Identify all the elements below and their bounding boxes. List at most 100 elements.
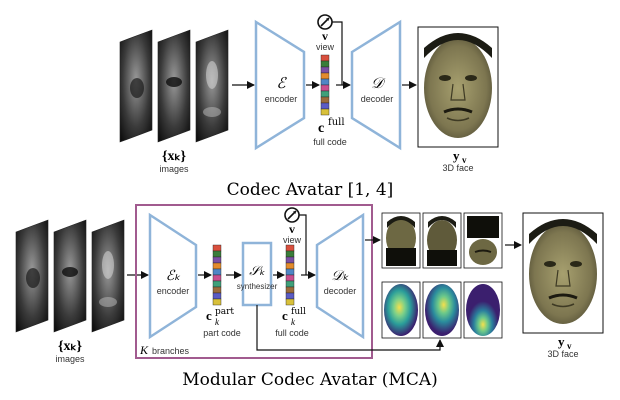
top-decoder-symbol: 𝒟 [371,76,386,92]
part-code-symbol: c [206,308,212,323]
top-full-code-bar [320,54,330,116]
bottom-full-code-bar [285,244,295,306]
bottom-input-images [15,219,125,333]
mask-heatmap-1 [381,281,421,339]
top-code-cell [320,102,330,110]
bottom-full-code-subscript: k [291,317,296,327]
bottom-full-code-symbol: c [282,308,288,323]
part-code-superscript: part [215,307,234,317]
top-encoder-shape [254,19,306,151]
top-code-cell [320,108,330,116]
part-code-cell [212,292,222,300]
top-output-symbol: y [453,148,460,163]
bottom-full-code-label: full code [275,328,309,338]
bottom-output-face [522,212,604,334]
part-face-1 [381,212,421,269]
part-code-cell [212,286,222,294]
bottom-arrow-synth-masks [256,305,444,351]
top-input-images [119,29,229,143]
top-image-1 [119,29,153,143]
full-code-cell [285,262,295,270]
top-encoder-symbol: ℰ [276,76,287,92]
part-code-cell [212,256,222,264]
top-image-2 [157,29,191,143]
top-code-cell [320,90,330,98]
bottom-image-3 [91,219,125,333]
full-code-cell [285,292,295,300]
part-face-3 [463,212,503,269]
synthesizer-symbol: 𝒮ₖ [249,263,265,278]
full-code-cell [285,244,295,252]
top-output-face [417,26,499,148]
top-arrow-view [332,21,343,85]
part-code-subscript: k [215,317,220,327]
part-code-cell [212,298,222,306]
bottom-view-symbol: v [289,222,295,236]
top-caption: Codec Avatar [1, 4] [227,180,394,200]
top-decoder-label: decoder [361,94,394,104]
mask-heatmap-2 [422,281,462,339]
bottom-output-label: 3D face [547,349,578,359]
part-code-bar [212,244,222,306]
mask-heatmap-3 [463,281,503,339]
part-code-cell [212,268,222,276]
bottom-encoder-shape [148,212,198,340]
part-code-label: part code [203,328,241,338]
bottom-view-label: view [283,235,302,245]
top-code-cell [320,60,330,68]
top-code-cell [320,78,330,86]
branches-box [135,204,373,359]
top-view-symbol: v [322,29,328,43]
top-code-symbol: c [318,121,324,136]
part-code-cell [212,280,222,288]
bottom-arrow-view [299,214,307,275]
top-code-cell [320,72,330,80]
branches-symbol: K [139,343,149,357]
top-decoder-shape [350,19,402,151]
full-code-cell [285,268,295,276]
top-code-cell [320,96,330,104]
top-images-label: images [159,164,189,174]
top-code-cell [320,54,330,62]
bottom-caption: Modular Codec Avatar (MCA) [182,370,437,390]
part-code-cell [212,274,222,282]
bottom-images-symbol: {xₖ} [58,339,82,354]
mask-heatmaps-row [381,281,503,339]
bottom-pipeline: {xₖ} images K branches ℰₖ encoder c part… [15,204,604,390]
top-images-symbol: {xₖ} [162,149,186,164]
full-code-cell [285,280,295,288]
bottom-image-1 [15,219,49,333]
bottom-decoder-shape [315,212,365,340]
top-code-label: full code [313,137,347,147]
bottom-output-subscript: v [567,341,572,351]
part-face-2 [422,212,462,269]
full-code-cell [285,274,295,282]
bottom-images-label: images [55,354,85,364]
bottom-encoder-label: encoder [157,286,190,296]
bottom-encoder-symbol: ℰₖ [166,269,181,284]
full-code-cell [285,298,295,306]
bottom-output-symbol: y [558,334,565,349]
top-view-label: view [316,42,335,52]
part-code-cell [212,244,222,252]
part-faces-row [381,212,503,269]
top-image-3 [195,29,229,143]
top-encoder-label: encoder [265,94,298,104]
top-output-label: 3D face [442,163,473,173]
top-code-cell [320,84,330,92]
bottom-full-code-superscript: full [291,307,306,317]
bottom-decoder-label: decoder [324,286,357,296]
full-code-cell [285,286,295,294]
bottom-decoder-symbol: 𝒟ₖ [331,269,349,284]
top-code-cell [320,66,330,74]
full-code-cell [285,250,295,258]
bottom-view-icon [284,207,300,223]
top-pipeline: {xₖ} images ℰ encoder c full full code v… [119,14,499,200]
synthesizer-label: synthesizer [237,282,278,291]
branches-label: branches [152,346,190,356]
bottom-image-2 [53,219,87,333]
part-code-cell [212,262,222,270]
full-code-cell [285,256,295,264]
part-code-cell [212,250,222,258]
